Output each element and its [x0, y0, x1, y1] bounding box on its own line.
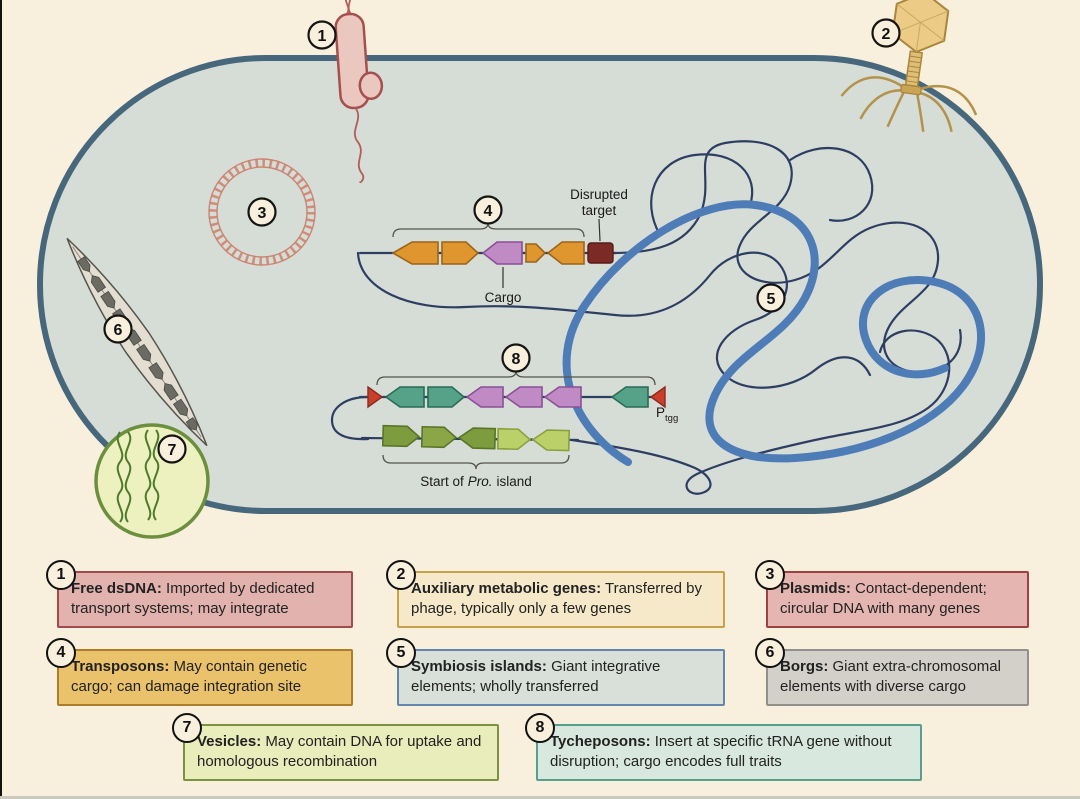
free-dsdna-strand-2 — [344, 0, 353, 15]
transposon-element: Cargo Disrupted target — [358, 187, 628, 305]
legend-item-free-dsdna: 1 Free dsDNA: Imported by dedicated tran… — [46, 560, 353, 628]
svg-text:4: 4 — [484, 203, 493, 220]
phage-legs — [840, 76, 978, 132]
legend-number-badge: 6 — [755, 638, 785, 668]
recombination-site-right — [649, 385, 666, 409]
marker-7: 7 — [157, 434, 187, 464]
small-gene-arrow — [525, 243, 547, 263]
legend-number-badge: 2 — [386, 560, 416, 590]
vesicle-dna-helices — [116, 429, 160, 523]
symbiosis-island-strand — [562, 200, 986, 466]
legend-text: Free dsDNA: Imported by dedicated transp… — [71, 580, 315, 618]
legend-text: Auxiliary metabolic genes: Transferred b… — [411, 580, 702, 618]
marker-2: 2 — [871, 18, 901, 48]
legend-number-badge: 4 — [46, 638, 76, 668]
legend-text: Borgs: Giant extra-chromosomal elements … — [780, 658, 1001, 696]
legend-text: Plasmids: Contact-dependent; circular DN… — [780, 580, 987, 618]
legend-item-plasmids: 3 Plasmids: Contact-dependent; circular … — [755, 560, 1029, 628]
disrupted-leader-line — [598, 218, 601, 242]
marker-5: 5 — [756, 283, 786, 313]
legend-text: Transposons: May contain genetic cargo; … — [71, 658, 307, 696]
svg-text:1: 1 — [318, 28, 327, 45]
marker-4: 4 — [473, 195, 503, 225]
disrupted-target-label-line2: target — [582, 203, 617, 218]
svg-text:8: 8 — [512, 351, 521, 368]
legend-number-badge: 3 — [755, 560, 785, 590]
cargo-label: Cargo — [485, 290, 522, 305]
legend-item-symbiosis-islands: 5 Symbiosis islands: Giant integrative e… — [386, 638, 725, 706]
marker-8: 8 — [501, 343, 531, 373]
svg-text:2: 2 — [882, 26, 891, 43]
transposase-arrow-left — [391, 241, 439, 265]
promoter-label: Ptgg — [656, 405, 678, 424]
legend-item-tycheposons: 8 Tycheposons: Insert at specific tRNA g… — [525, 713, 922, 781]
legend-text: Tycheposons: Insert at specific tRNA gen… — [550, 733, 892, 771]
island-brace — [382, 454, 570, 470]
bacteriophage — [840, 0, 978, 132]
phage-baseplate — [900, 83, 922, 96]
bottom-edge-border — [0, 796, 1080, 799]
marker-6: 6 — [103, 314, 133, 344]
plasmid — [208, 158, 316, 266]
imported-dna-tail — [353, 107, 365, 184]
dna-import-machine — [334, 0, 384, 184]
legend-item-auxiliary-metabolic-genes: 2 Auxiliary metabolic genes: Transferred… — [386, 560, 725, 628]
legend-text: Symbiosis islands: Giant integrative ele… — [411, 658, 661, 696]
recombination-site-left — [367, 385, 384, 409]
vesicle — [94, 423, 210, 539]
svg-text:3: 3 — [258, 205, 267, 222]
legend-number-badge: 1 — [46, 560, 76, 590]
marker-1: 1 — [307, 20, 337, 50]
disrupted-target-block — [587, 242, 614, 264]
svg-text:7: 7 — [168, 442, 177, 459]
legend-text: Vesicles: May contain DNA for uptake and… — [197, 733, 482, 771]
transposase-arrow-left2 — [546, 241, 585, 265]
left-edge-border — [0, 0, 2, 799]
disrupted-target-label-line1: Disrupted — [570, 187, 628, 202]
legend-number-badge: 7 — [172, 713, 202, 743]
cargo-gene-arrow — [481, 241, 523, 265]
marker-3: 3 — [247, 197, 277, 227]
legend-item-transposons: 4 Transposons: May contain genetic cargo… — [46, 638, 353, 706]
chromosome-tangle — [356, 140, 986, 495]
legend-item-vesicles: 7 Vesicles: May contain DNA for uptake a… — [172, 713, 499, 781]
pro-island-arrows — [381, 424, 571, 452]
cell-diagram: Cargo Disrupted target Ptgg — [37, 0, 1043, 539]
legend-number-badge: 5 — [386, 638, 416, 668]
transposase-arrow-right — [441, 241, 480, 265]
svg-text:5: 5 — [767, 291, 776, 308]
svg-text:6: 6 — [114, 322, 123, 339]
legend-item-borgs: 6 Borgs: Giant extra-chromosomal element… — [755, 638, 1029, 706]
legend-number-badge: 8 — [525, 713, 555, 743]
